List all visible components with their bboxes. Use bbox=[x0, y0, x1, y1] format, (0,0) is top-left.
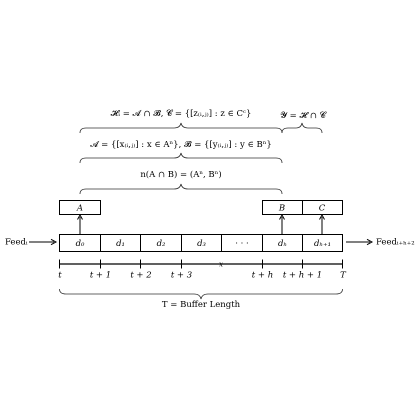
brace-buffer-length bbox=[59, 288, 343, 300]
cell-dh: dₕ bbox=[278, 239, 287, 249]
set-c-label: C bbox=[319, 204, 326, 214]
y-definition: 𝓨 = 𝓗 ∩ 𝓒 bbox=[280, 111, 327, 121]
arrow-dh1-to-c bbox=[319, 213, 325, 234]
set-a-label: A bbox=[76, 204, 83, 214]
feed-in-label: Feedᵢ bbox=[5, 238, 28, 248]
buffer-cells: d₀ d₁ d₂ d₃ · · · dₕ dₕ₊₁ bbox=[59, 234, 343, 252]
n-definition: n(A ∩ B) = (Aⁿ, Bⁿ) bbox=[140, 169, 221, 180]
cell-d2: d₂ bbox=[157, 239, 166, 249]
brace-y bbox=[281, 122, 323, 134]
axis-variable: x bbox=[219, 261, 223, 269]
set-c-box: C bbox=[302, 200, 343, 215]
cell-d1: d₁ bbox=[116, 239, 125, 249]
brace-h bbox=[79, 122, 283, 134]
tick-t: t bbox=[58, 271, 62, 281]
tick-th: t + h bbox=[252, 271, 273, 281]
tick-th1: t + h + 1 bbox=[283, 271, 322, 281]
a-b-definition: 𝓐 = {[x₍ᵢ,ⱼ₎] : x ∈ Aⁿ}, 𝓑 = {[y₍ᵢ,ⱼ₎] :… bbox=[90, 139, 272, 150]
cell-dh1: dₕ₊₁ bbox=[314, 239, 331, 249]
tick-T: T bbox=[340, 271, 347, 281]
tick-t2: t + 2 bbox=[130, 271, 151, 281]
set-b-label: B bbox=[278, 204, 285, 214]
h-definition: 𝓗ᵢ = 𝓐 ∩ 𝓑, 𝓒 = {[z₍ᵢ,ⱼ₎] : z ∈ Cᶜ} bbox=[111, 108, 252, 119]
cell-d3: d₃ bbox=[197, 239, 206, 249]
brace-a-b bbox=[79, 152, 283, 164]
tick-t3: t + 3 bbox=[171, 271, 192, 281]
feed-in-arrow bbox=[29, 238, 58, 246]
feed-out-label: Feedᵢ₊ₕ₊₂ bbox=[376, 238, 415, 248]
cell-d0: d₀ bbox=[76, 239, 85, 249]
set-b-box: B bbox=[262, 200, 303, 215]
time-axis bbox=[59, 259, 343, 269]
tick-t1: t + 1 bbox=[90, 271, 111, 281]
cell-ellipsis: · · · bbox=[235, 239, 249, 249]
brace-n bbox=[79, 183, 283, 195]
feed-out-arrow bbox=[346, 238, 374, 246]
arrow-dh-to-b bbox=[279, 213, 285, 234]
arrow-d0-to-a bbox=[77, 213, 83, 234]
buffer-length-label: T = Buffer Length bbox=[162, 300, 241, 310]
set-a-box: A bbox=[59, 200, 101, 215]
